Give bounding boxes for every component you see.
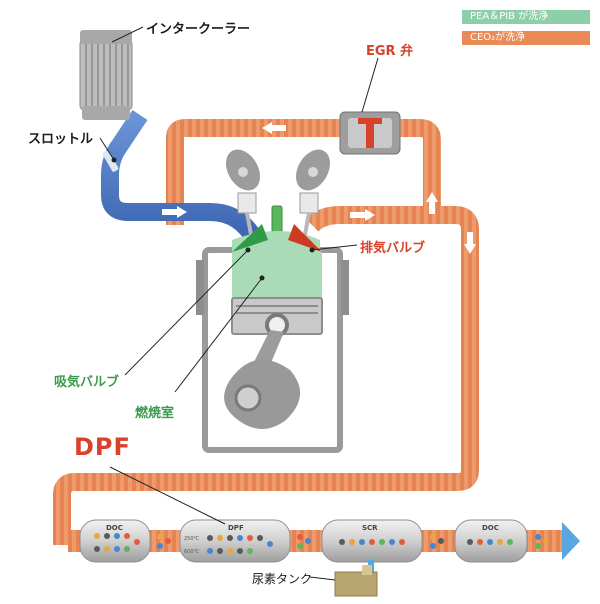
urea-tank-label: 尿素タンク <box>252 572 313 586</box>
intake-arrow-left-icon <box>165 77 190 89</box>
particle-group-1 <box>94 533 140 552</box>
exhaust-pipes <box>53 119 479 545</box>
exhaust-valve-label: 排気バルブ <box>360 241 426 256</box>
intake-arrow-right-icon <box>162 206 187 218</box>
dpf-temp-top: 250℃ <box>184 536 200 542</box>
combustion-chamber-area <box>232 250 322 298</box>
exhaust-valve-pointer-dot <box>309 247 315 253</box>
intercooler <box>79 30 133 120</box>
egr-loop-pipe <box>166 119 340 225</box>
engine-block <box>196 224 349 453</box>
inline-particles <box>157 534 549 549</box>
egr-valve <box>339 111 401 155</box>
egr-right-pipe <box>400 119 441 215</box>
dpf-catalyst <box>179 519 291 563</box>
intake-valve-pointer-dot <box>245 247 251 253</box>
legend-green: PEA＆PIB が洗浄 <box>462 10 590 24</box>
chamber-pointer-dot <box>259 275 265 281</box>
leader-lines <box>99 26 379 581</box>
doc-1-label: DOC <box>106 524 123 532</box>
dpf-temp-bottom: 600℃ <box>184 549 200 555</box>
dpf-catalyst-label: DPF <box>228 524 244 532</box>
egr-valve-label: EGR 弁 <box>366 44 414 59</box>
dpf-label: DPF <box>74 433 131 461</box>
throttle-valve <box>102 150 119 172</box>
intake-valve-label: 吸気バルブ <box>54 375 120 390</box>
doc-catalyst-1 <box>79 519 151 563</box>
exhaust-manifold-pipe <box>53 206 479 545</box>
combustion-chamber-label: 燃焼室 <box>135 406 175 421</box>
doc-2-label: DOC <box>482 524 499 532</box>
throttle-pointer-dot <box>111 157 117 163</box>
throttle-label: スロットル <box>28 132 94 147</box>
urea-tank <box>334 560 378 597</box>
scr-catalyst <box>321 519 423 563</box>
camshafts <box>225 149 331 191</box>
doc-catalyst-2 <box>454 519 528 563</box>
exhaust-arrow-right-icon <box>350 209 375 221</box>
intercooler-label: インタークーラー <box>146 22 251 37</box>
legend-orange: CEO₂が洗浄 <box>462 31 590 45</box>
intake-main-pipe <box>101 110 263 245</box>
aftertreatment-line: DOC DPF 250℃ 600℃ SCR DOC <box>68 519 580 563</box>
egr-arrow-left-icon <box>262 122 286 134</box>
flow-arrows <box>162 77 476 254</box>
scr-label: SCR <box>362 524 378 532</box>
exhaust-arrow-up-icon <box>426 192 438 214</box>
exhaust-arrow-down-icon <box>464 232 476 254</box>
